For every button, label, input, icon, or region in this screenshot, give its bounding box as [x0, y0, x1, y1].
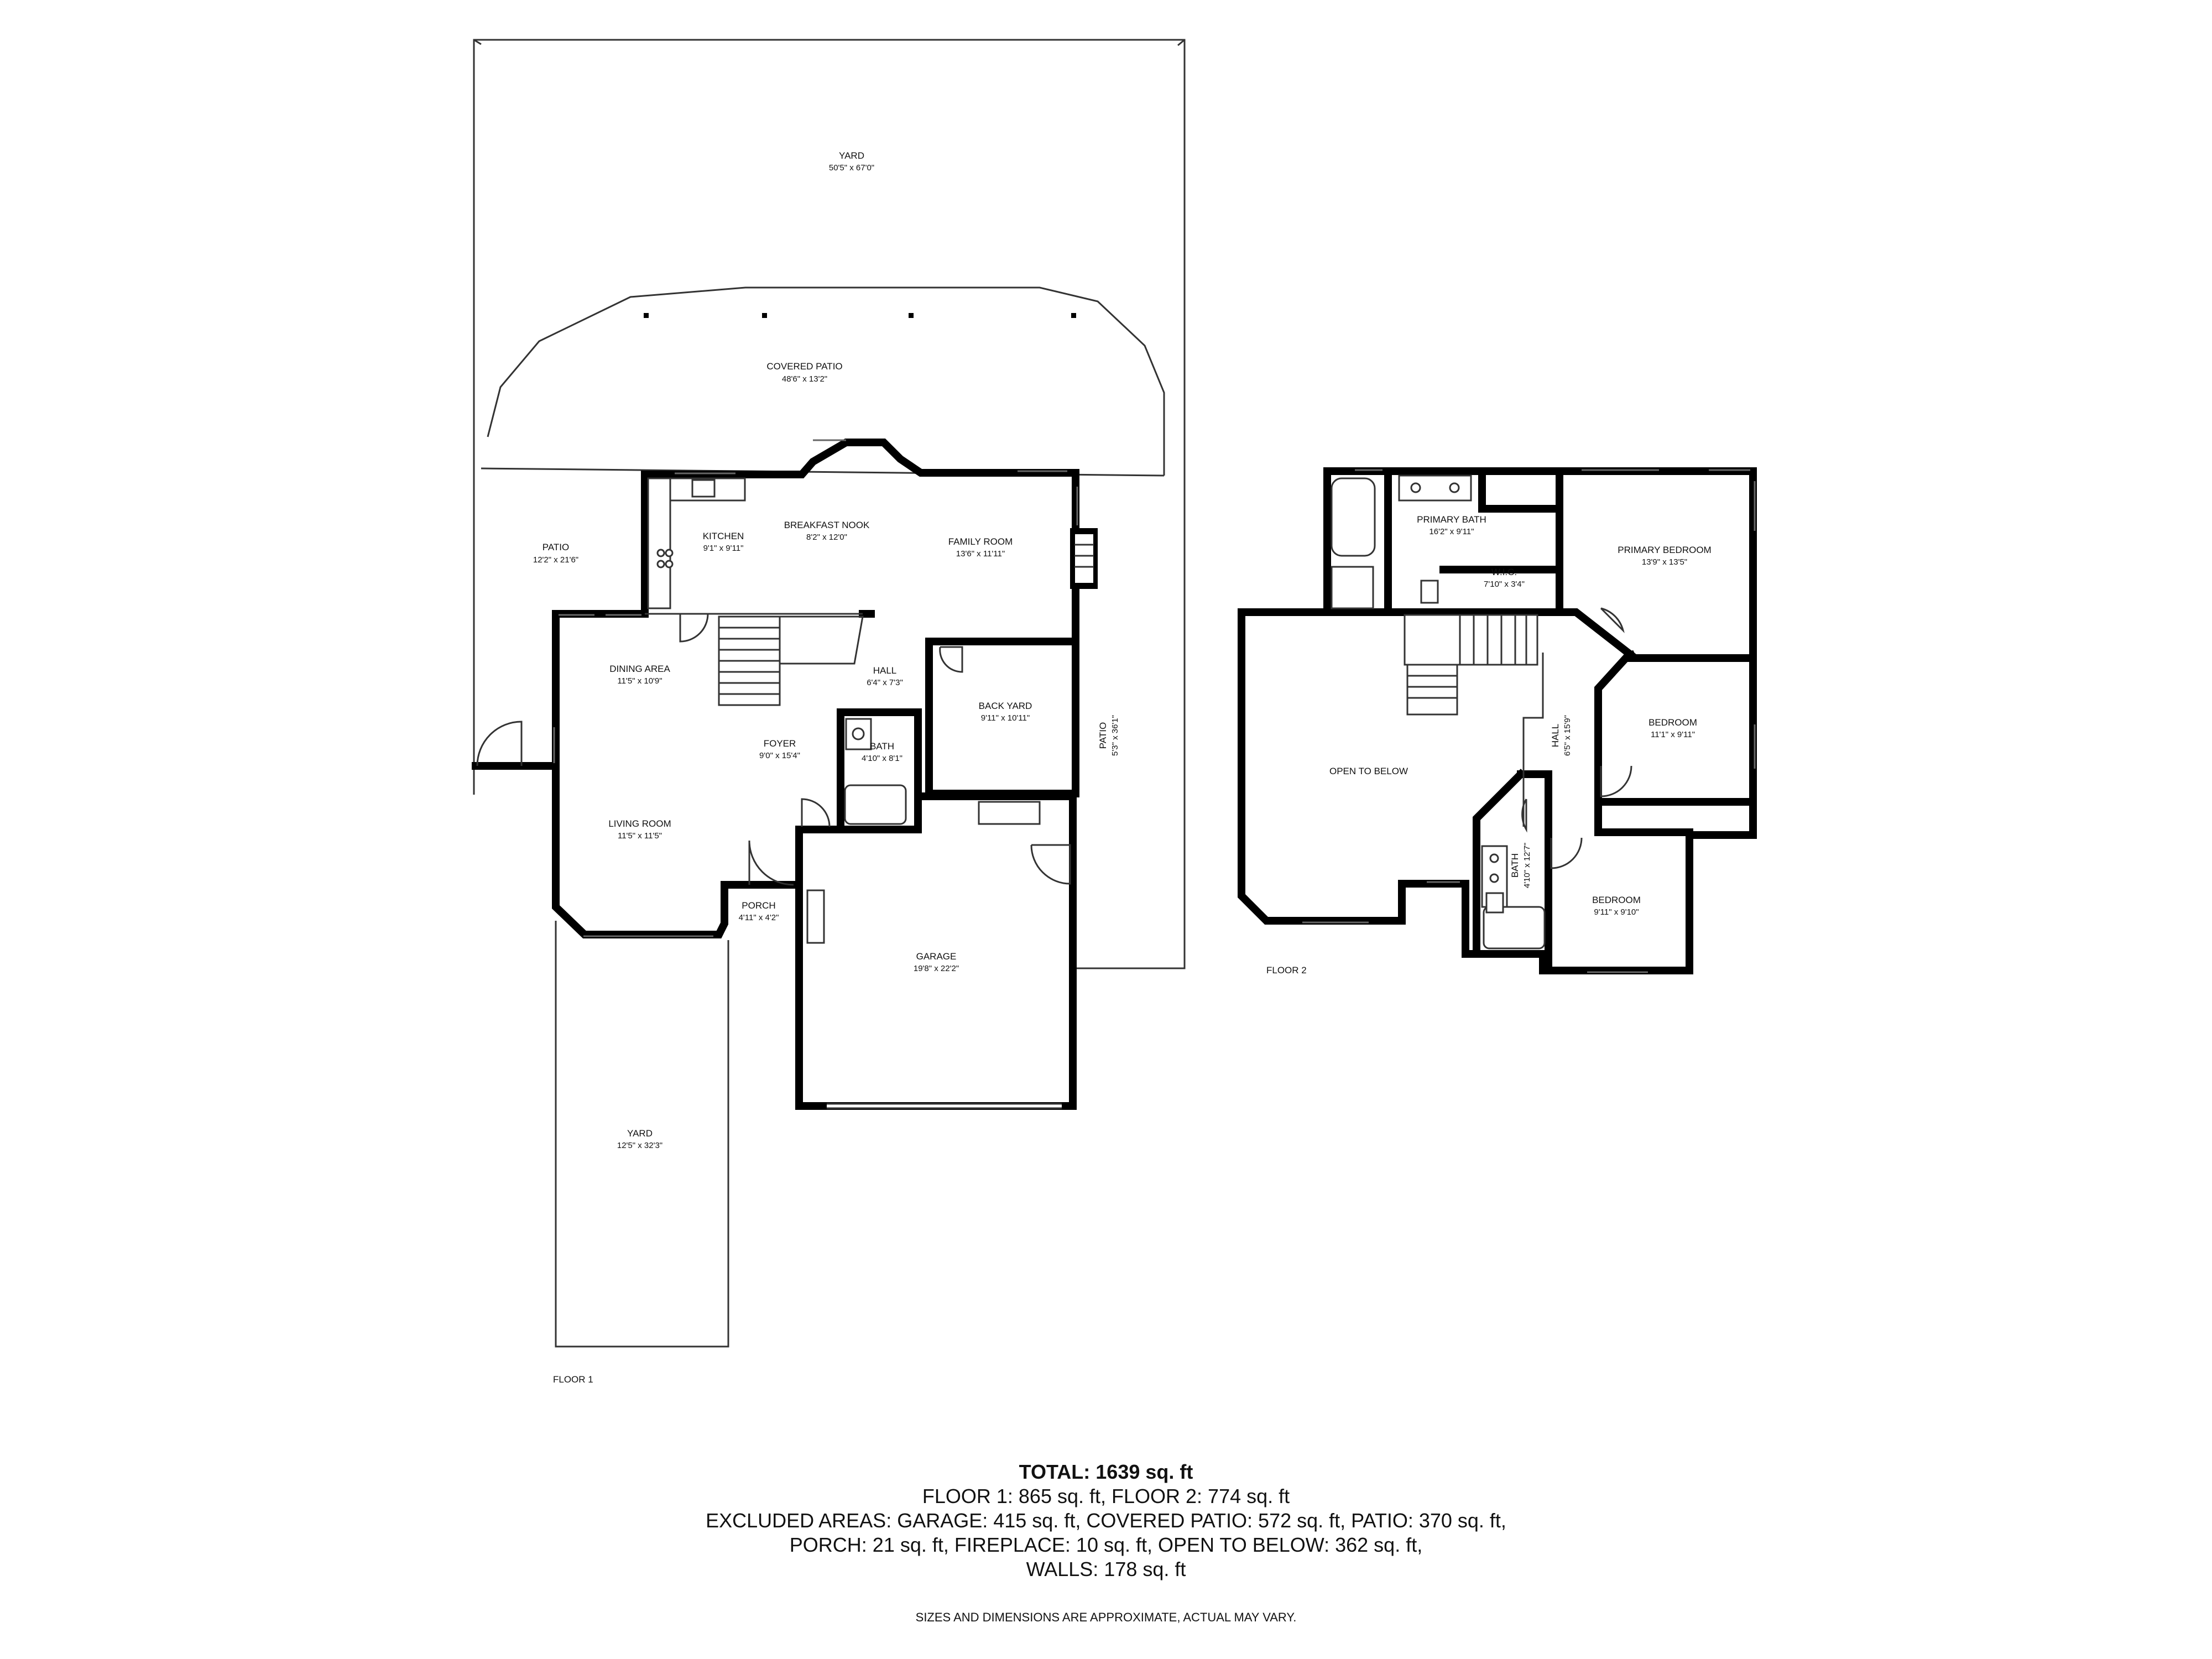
room-name: LIVING ROOM [608, 818, 671, 829]
fireplace [1070, 528, 1098, 589]
room-dims: 9'0" x 15'4" [759, 751, 800, 760]
patio-post [1071, 313, 1076, 318]
room-dims: 5'3" x 36'1" [1110, 715, 1120, 756]
bath-fixtures [844, 718, 907, 825]
walls-area: WALLS: 178 sq. ft [1026, 1558, 1186, 1580]
room-dims: 6'5" x 15'9" [1563, 715, 1572, 756]
excluded-areas-cont: PORCH: 21 sq. ft, FIREPLACE: 10 sq. ft, … [789, 1533, 1423, 1556]
room-name: BREAKFAST NOOK [784, 520, 870, 530]
room-dims: 12'2" x 21'6" [533, 555, 578, 565]
patio-right-label: PATIO 5'3" x 36'1" [1098, 715, 1120, 756]
windows [1302, 469, 1756, 973]
room-dims: 4'10" x 12'7" [1522, 843, 1532, 888]
room-dims: 50'5" x 67'0" [829, 163, 874, 173]
disclaimer: SIZES AND DIMENSIONS ARE APPROXIMATE, AC… [915, 1610, 1297, 1624]
room-dims: 9'1" x 9'11" [703, 544, 744, 553]
living-dining-wall [552, 610, 803, 938]
room-name: PRIMARY BEDROOM [1618, 545, 1711, 555]
room-name: BATH [1510, 853, 1520, 878]
stairs [718, 615, 864, 706]
room-dims: 6'4" x 7'3" [867, 678, 903, 687]
garage-cabinet [806, 889, 825, 944]
door-swings [1521, 607, 1632, 869]
room-name: YARD [627, 1128, 653, 1139]
room-name: YARD [839, 150, 864, 161]
room-dims: 9'11" x 10'11" [981, 713, 1030, 723]
room-dims: 9'11" x 9'10" [1594, 907, 1639, 917]
patio-post [644, 313, 649, 318]
room-dims: 11'5" x 11'5" [618, 831, 662, 841]
floor-1: FLOOR 1 YARD 50'5" x 67'0" COVERED PATIO… [472, 39, 1186, 1385]
stairs [1404, 614, 1538, 716]
north-wall [552, 439, 1079, 797]
room-dims: 7'10" x 3'4" [1484, 580, 1525, 589]
floor-1-label: FLOOR 1 [553, 1374, 593, 1385]
back-yard-wall [925, 638, 1079, 797]
room-name: W.I.C. [1491, 567, 1517, 577]
room-name: BEDROOM [1592, 895, 1641, 905]
hall-label: HALL 6'5" x 15'9" [1550, 715, 1572, 756]
room-dims: 16'2" x 9'11" [1429, 527, 1474, 536]
room-name: BEDROOM [1648, 717, 1697, 728]
patio-post [909, 313, 914, 318]
patio-post [762, 313, 767, 318]
bath-wall [837, 708, 922, 833]
room-name: PRIMARY BATH [1417, 514, 1486, 525]
excluded-areas: EXCLUDED AREAS: GARAGE: 415 sq. ft, COVE… [706, 1509, 1506, 1532]
room-name: GARAGE [916, 951, 957, 962]
room-dims: 4'11" x 4'2" [739, 913, 779, 922]
room-name: COVERED PATIO [766, 361, 842, 372]
total-area: TOTAL: 1639 sq. ft [1019, 1460, 1193, 1483]
room-dims: 48'6" x 13'2" [782, 374, 827, 384]
windows [553, 439, 1078, 937]
room-name: KITCHEN [703, 531, 744, 541]
floor-2-label: FLOOR 2 [1266, 965, 1307, 975]
room-name: PATIO [542, 542, 570, 552]
room-dims: 19'8" x 22'2" [914, 964, 959, 973]
bath-fixtures [1331, 474, 1546, 950]
room-name: HALL [1550, 724, 1561, 748]
room-dims: 11'1" x 9'11" [1651, 730, 1695, 739]
patio-right-outline [1074, 630, 1128, 969]
room-dims: 4'10" x 8'1" [862, 754, 902, 763]
room-name: BATH [870, 741, 894, 752]
room-dims: 13'9" x 13'5" [1642, 557, 1687, 567]
hall-railing [1522, 653, 1544, 827]
room-name: DINING AREA [609, 664, 670, 674]
room-dims: 12'5" x 32'3" [617, 1141, 662, 1150]
room-name: PATIO [1098, 722, 1108, 749]
kitchen-counters [647, 477, 746, 609]
floor-areas: FLOOR 1: 865 sq. ft, FLOOR 2: 774 sq. ft [922, 1485, 1290, 1507]
door-swings [476, 613, 1071, 886]
room-name: FOYER [764, 738, 796, 749]
room-dims: 8'2" x 12'0" [806, 533, 847, 542]
room-name: PORCH [742, 900, 775, 911]
floor-2-exterior [1238, 467, 1757, 974]
room-dims: 13'6" x 11'11" [956, 549, 1005, 559]
floor-2: FLOOR 2 PRIMARY BATH 16'2" x 9'11" W.I.C… [1238, 467, 1757, 975]
bath-label: BATH 4'10" x 12'7" [1510, 843, 1532, 888]
room-name: HALL [873, 665, 897, 676]
room-name: FAMILY ROOM [948, 536, 1013, 547]
garage-utility [978, 801, 1041, 825]
yard-bottom-outline [555, 921, 729, 1348]
room-name: OPEN TO BELOW [1329, 766, 1408, 776]
room-dims: 11'5" x 10'9" [617, 676, 662, 686]
room-name: BACK YARD [979, 701, 1032, 711]
area-summary: TOTAL: 1639 sq. ft FLOOR 1: 865 sq. ft, … [0, 1460, 2212, 1582]
covered-patio-outline [487, 286, 1165, 476]
